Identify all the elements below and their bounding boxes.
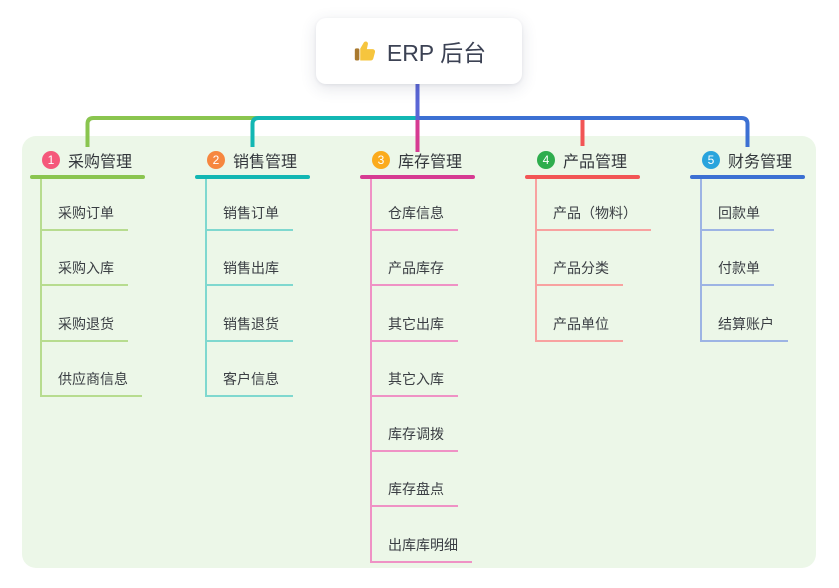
child-node[interactable]: 其它出库	[370, 314, 458, 342]
branch-label: 财务管理	[728, 154, 793, 171]
branch-underline	[690, 175, 805, 179]
child-node[interactable]: 产品库存	[370, 258, 458, 287]
child-node[interactable]: 供应商信息	[40, 369, 142, 397]
branch-node-4[interactable]: 4 产品管理	[525, 148, 627, 172]
child-node[interactable]: 付款单	[700, 258, 774, 287]
branch-index-badge: 5	[702, 151, 720, 169]
child-node[interactable]: 产品（物料）	[535, 203, 651, 231]
branch-child-stem	[370, 179, 372, 563]
branch-child-stem	[205, 179, 207, 397]
branch-index-badge: 1	[42, 151, 60, 169]
branch-child-stem	[40, 179, 42, 397]
child-node[interactable]: 回款单	[700, 203, 774, 231]
branch-underline	[30, 175, 145, 179]
branch-index-badge: 2	[207, 151, 225, 169]
child-node[interactable]: 销售出库	[205, 258, 293, 287]
branch-label: 采购管理	[68, 154, 133, 171]
child-node[interactable]: 采购入库	[40, 258, 128, 287]
child-node[interactable]: 产品单位	[535, 314, 623, 342]
branch-label: 库存管理	[398, 154, 463, 171]
child-node[interactable]: 其它入库	[370, 369, 458, 397]
child-node[interactable]: 销售退货	[205, 314, 293, 342]
child-node[interactable]: 结算账户	[700, 314, 788, 342]
child-node[interactable]: 产品分类	[535, 258, 623, 287]
branch-node-1[interactable]: 1 采购管理	[30, 148, 132, 172]
branch-label: 产品管理	[563, 154, 628, 171]
child-node[interactable]: 库存调拨	[370, 424, 458, 452]
child-node[interactable]: 仓库信息	[370, 203, 458, 231]
branch-underline	[525, 175, 640, 179]
branch-child-stem	[700, 179, 702, 342]
child-node[interactable]: 采购退货	[40, 314, 128, 342]
branch-index-badge: 4	[537, 151, 555, 169]
branch-node-2[interactable]: 2 销售管理	[195, 148, 297, 172]
root-node-label: ERP 后台	[386, 40, 487, 66]
root-node[interactable]: ERP 后台	[316, 18, 522, 84]
branch-child-stem	[535, 179, 537, 342]
child-node[interactable]: 库存盘点	[370, 479, 458, 508]
branch-underline	[360, 175, 475, 179]
child-node[interactable]: 出库库明细	[370, 535, 472, 563]
branch-node-3[interactable]: 3 库存管理	[360, 148, 462, 172]
child-node[interactable]: 采购订单	[40, 203, 128, 231]
branch-index-badge: 3	[372, 151, 390, 169]
branch-underline	[195, 175, 310, 179]
thumbs-up-icon	[354, 41, 375, 61]
branch-node-5[interactable]: 5 财务管理	[690, 148, 792, 172]
branch-label: 销售管理	[233, 154, 298, 171]
branches-canvas	[22, 136, 816, 568]
child-node[interactable]: 销售订单	[205, 203, 293, 231]
child-node[interactable]: 客户信息	[205, 369, 293, 397]
